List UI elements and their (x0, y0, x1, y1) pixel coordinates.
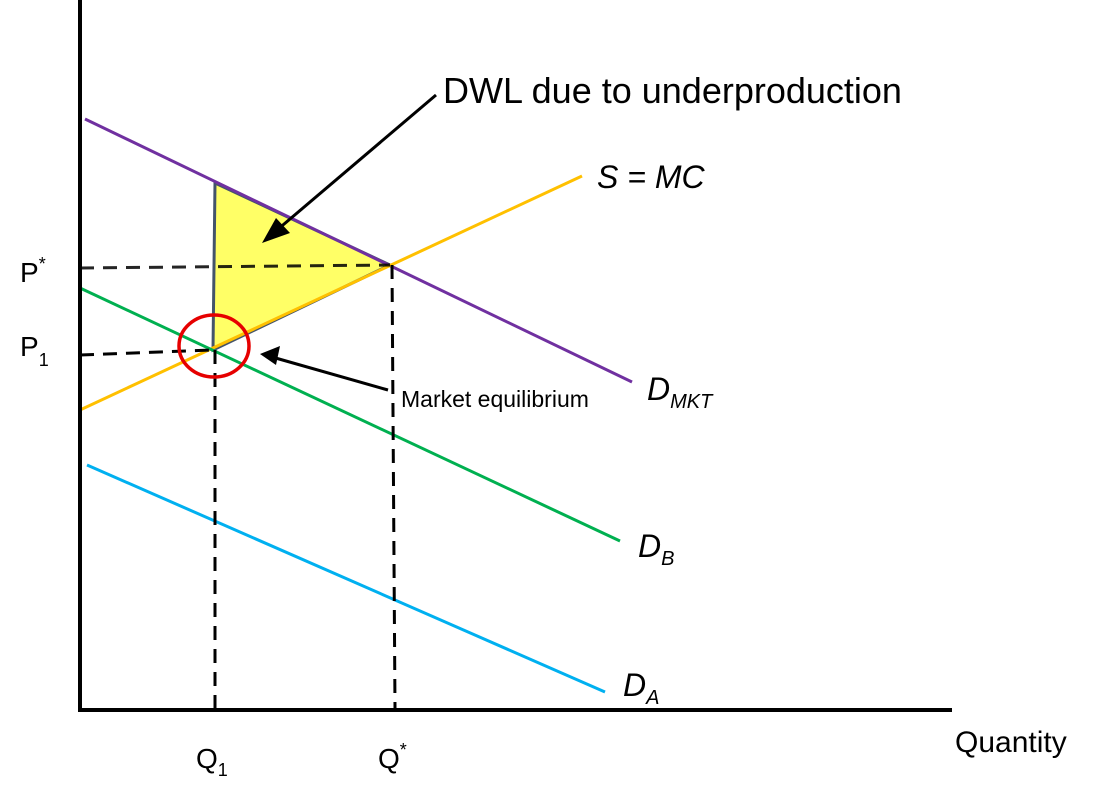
q-star-guide (390, 264, 397, 709)
market-equilibrium-circle (177, 313, 251, 379)
d-b-label: DB (638, 528, 674, 570)
q-star-label: Q* (378, 740, 407, 774)
demand-b-curve (79, 286, 621, 543)
market-eq-arrowhead (260, 346, 280, 365)
market-eq-arrow (271, 355, 389, 392)
p-star-guide (79, 263, 391, 270)
dwl-arrowhead (262, 218, 290, 243)
p1-guide (79, 348, 214, 357)
x-axis-label: Quantity (955, 726, 1067, 759)
demand-a-curve (86, 463, 606, 694)
supply-label: S = MC (597, 159, 705, 195)
supply-curve (79, 174, 583, 412)
p1-label: P1 (20, 331, 49, 370)
p-star-label: P* (20, 254, 46, 288)
d-mkt-label: DMKT (647, 371, 714, 413)
dwl-arrow (269, 93, 437, 238)
q1-label: Q1 (196, 743, 228, 780)
market-equilibrium-label: Market equilibrium (401, 386, 589, 412)
demand-mkt-curve (84, 117, 633, 384)
dwl-label: DWL due to underproduction (443, 70, 902, 111)
d-a-label: DA (623, 667, 659, 709)
